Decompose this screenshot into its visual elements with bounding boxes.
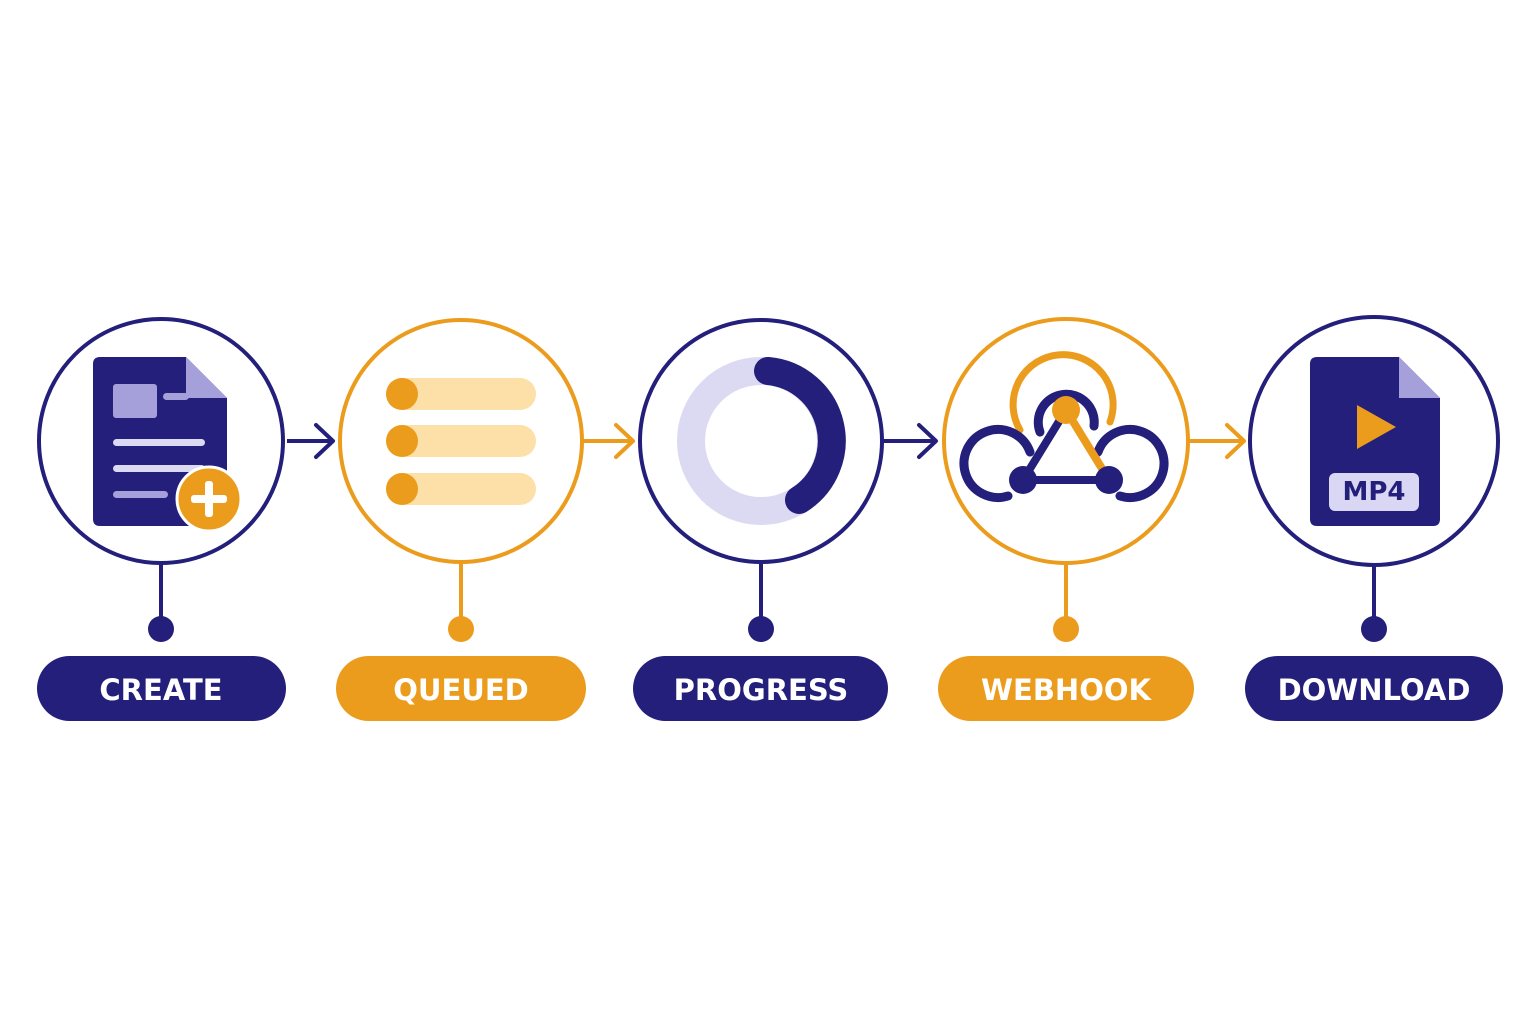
stage-download-pill <box>1245 656 1503 721</box>
stage-queued: QUEUED <box>336 318 586 721</box>
stage-create-pill <box>37 656 286 721</box>
stage-webhook-label: WEBHOOK <box>981 673 1152 707</box>
stage-download-label: DOWNLOAD <box>1278 673 1471 707</box>
arrow-create-to-queued <box>287 423 335 459</box>
mp4-badge-label: MP4 <box>1342 477 1405 507</box>
document-plus-icon <box>93 357 243 533</box>
stage-webhook-pill <box>938 656 1194 721</box>
stage-webhook: WEBHOOK <box>938 317 1194 721</box>
stage-create: CREATE <box>37 317 286 721</box>
stage-create-label: CREATE <box>99 673 222 707</box>
stage-progress-node <box>748 616 774 642</box>
stage-queued-pill <box>336 656 586 721</box>
arrow-webhook-to-download <box>1188 423 1246 459</box>
video-file-icon: MP4 <box>1310 357 1440 526</box>
stage-queued-node <box>448 616 474 642</box>
stage-progress-pill <box>633 656 888 721</box>
stage-webhook-node <box>1053 616 1079 642</box>
stage-progress-label: PROGRESS <box>674 673 849 707</box>
arrow-queued-to-progress <box>582 423 635 459</box>
play-icon <box>1357 405 1396 449</box>
queue-list-icon <box>386 378 536 505</box>
stage-create-node <box>148 616 174 642</box>
progress-ring-icon <box>677 357 846 525</box>
webhook-icon <box>959 351 1169 502</box>
stage-progress: PROGRESS <box>633 318 888 721</box>
arrow-progress-to-webhook <box>883 423 938 459</box>
mp4-badge <box>1329 473 1419 511</box>
stage-download: MP4 DOWNLOAD <box>1245 315 1503 721</box>
stage-download-node <box>1361 616 1387 642</box>
stage-queued-label: QUEUED <box>393 673 528 707</box>
